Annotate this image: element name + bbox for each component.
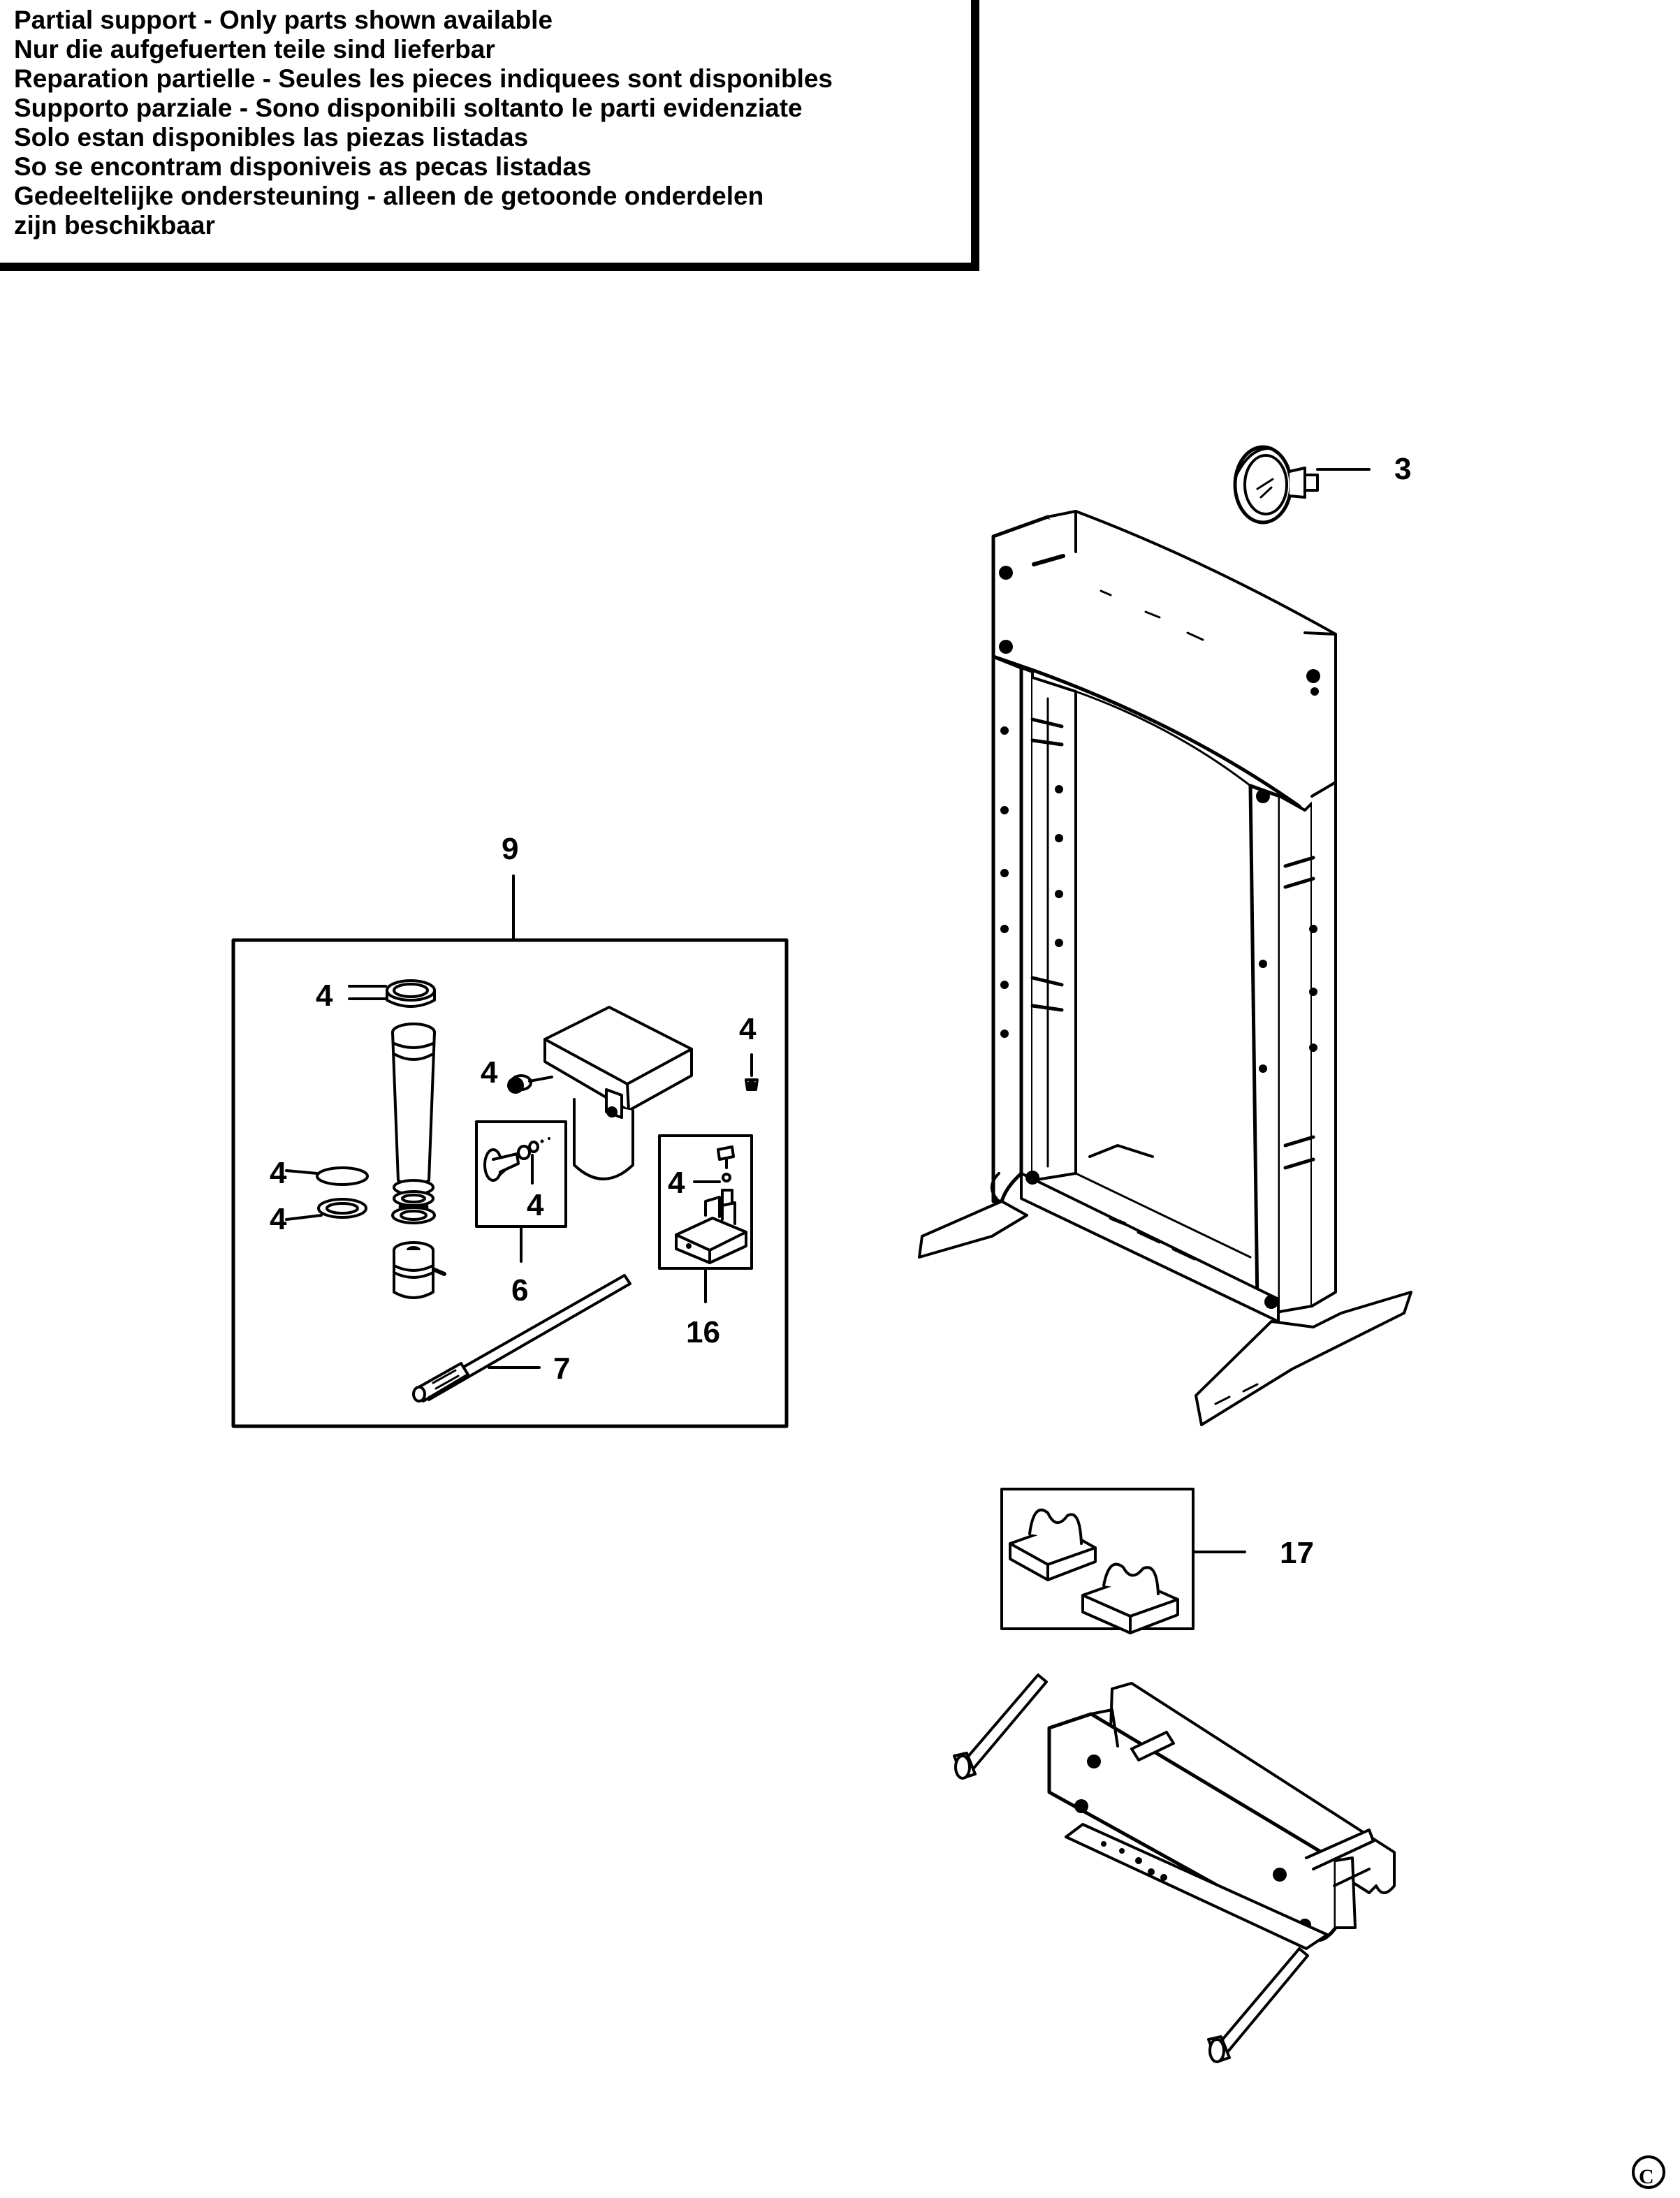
top-seal-part (348, 979, 436, 1008)
notice-line-es: Solo estan disponibles las piezas listad… (14, 123, 529, 152)
callout-9: 9 (502, 832, 518, 866)
callout-4-knob-washer: 4 (527, 1188, 544, 1222)
notice-line-nl-cont: zijn beschikbaar (14, 211, 215, 240)
callout-16: 16 (686, 1315, 720, 1349)
notice-line-pt: So se encontram disponiveis as pecas lis… (14, 152, 592, 181)
pump-assembly-frame (231, 938, 789, 1428)
callout-4-valve-screw: 4 (668, 1166, 685, 1200)
pump-handle-part (412, 1274, 631, 1402)
callout-4-screw: 4 (739, 1012, 757, 1046)
valve-block-part (675, 1145, 747, 1264)
v-blocks-part (1009, 1508, 1179, 1634)
callout-4-lower-ring: 4 (270, 1202, 287, 1236)
callout-17: 17 (1280, 1536, 1314, 1570)
small-screw-part (745, 1053, 759, 1091)
piston-head-part (393, 1241, 446, 1299)
callout-4-top-seal: 4 (316, 979, 333, 1013)
release-knob-part (483, 1137, 550, 1185)
press-bed-part (953, 1673, 1396, 2063)
callout-4-body-seal: 4 (481, 1055, 498, 1090)
notice-line-it: Supporto parziale - Sono disponibili sol… (14, 94, 803, 122)
callout-4-upper-ring: 4 (270, 1156, 287, 1190)
callout-6: 6 (511, 1273, 528, 1307)
notice-line-de: Nur die aufgefuerten teile sind lieferba… (14, 35, 495, 64)
notice-line-nl: Gedeeltelijke ondersteuning - alleen de … (14, 182, 764, 210)
pump-body-part (507, 1006, 693, 1180)
o-rings-part (285, 1166, 436, 1224)
callout-7: 7 (553, 1351, 570, 1386)
press-frame-part (918, 510, 1412, 1426)
notice-line-en: Partial support - Only parts shown avail… (14, 6, 553, 34)
copyright-mark: C (1639, 2165, 1654, 2188)
partial-support-notice: Partial support - Only parts shown avail… (0, 0, 975, 267)
notice-line-fr: Reparation partielle - Seules les pieces… (14, 64, 833, 93)
callout-3: 3 (1394, 452, 1411, 486)
v-blocks-frame (1000, 1488, 1195, 1630)
pressure-gauge-part (1233, 445, 1371, 525)
